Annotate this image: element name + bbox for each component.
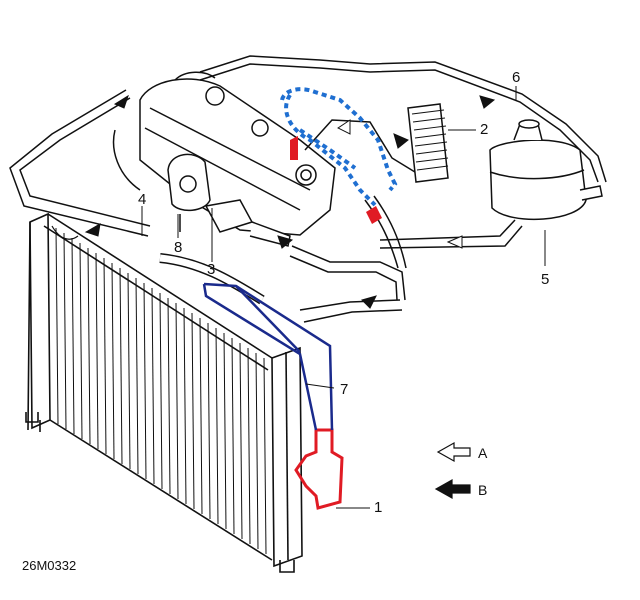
flow-arrow-black — [479, 95, 496, 109]
callout-3: 3 — [207, 261, 216, 278]
legend-arrow-b-icon — [434, 478, 471, 500]
flow-arrow-black — [277, 235, 294, 249]
thermostat-housing — [204, 199, 291, 247]
heater-circuit-highlight — [280, 87, 398, 207]
leader-lines — [141, 86, 546, 509]
water-pump — [167, 153, 211, 232]
flow-arrow-black — [393, 133, 409, 149]
legend-label-a: A — [478, 445, 488, 461]
expansion-tank — [489, 119, 603, 221]
callout-6: 6 — [512, 69, 521, 86]
coolant-hoses — [9, 55, 607, 323]
flow-arrow-black — [84, 223, 101, 237]
flow-arrow-black — [113, 94, 129, 109]
callout-4: 4 — [138, 191, 147, 208]
callout-7: 7 — [340, 381, 349, 398]
legend — [434, 441, 471, 500]
callout-8: 8 — [174, 239, 183, 256]
flow-arrows — [84, 94, 496, 309]
legend-arrow-a-icon — [436, 441, 471, 463]
legend-label-b: B — [478, 482, 488, 498]
red-highlights — [290, 136, 382, 510]
callout-1: 1 — [374, 499, 383, 516]
flow-arrow-black — [361, 295, 377, 309]
red-outline-sensor — [294, 428, 344, 510]
diagram-reference-code: 26M0332 — [22, 558, 77, 573]
callout-5: 5 — [541, 271, 550, 288]
flow-arrow-white — [446, 235, 463, 249]
red-marker-valve — [366, 206, 382, 224]
red-marker-engine — [290, 136, 298, 160]
flow-arrow-white — [337, 119, 351, 135]
navy-highlight — [202, 282, 334, 431]
heater-matrix — [407, 103, 449, 183]
radiator — [25, 212, 303, 573]
callout-2: 2 — [480, 121, 489, 138]
